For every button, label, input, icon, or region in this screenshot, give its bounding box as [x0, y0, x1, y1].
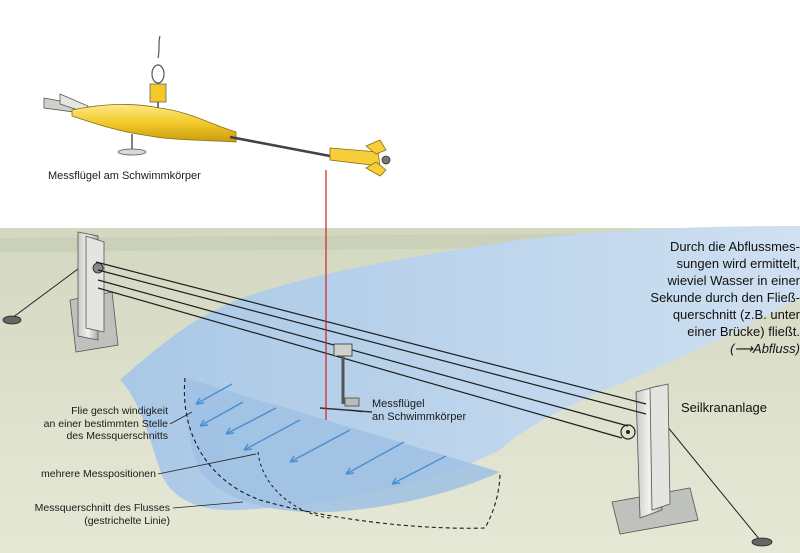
description-text: Durch die Abflussmes- sungen wird ermitt…	[620, 238, 800, 357]
velocity-arrow	[391, 455, 447, 485]
float-body-illustration	[43, 35, 391, 177]
velocity-arrows	[195, 383, 447, 485]
cross-section-label: Messquerschnitt des Flusses (gestrichelt…	[10, 502, 170, 527]
description-line: Sekunde durch den Fließ-	[650, 290, 800, 305]
velocity-arrow	[289, 429, 351, 463]
velocity-arrow	[345, 441, 405, 475]
left-anchor	[2, 315, 22, 325]
velocity-label: Flie gesch windigkeit an einer bestimmte…	[32, 405, 168, 443]
right-anchor	[751, 537, 773, 547]
inset-caption: Messflügel am Schwimmkörper	[48, 170, 201, 182]
left-anchor-cable	[11, 259, 91, 319]
carriage	[319, 343, 373, 413]
description-line: Durch die Abflussmes-	[669, 239, 800, 254]
description-line: einer Brücke) fließt.	[687, 324, 800, 339]
description-line: querschnitt (z.B. unter	[672, 307, 800, 322]
positions-label: mehrere Messpositionen	[41, 468, 156, 480]
cableway-cables	[95, 261, 647, 439]
description-reference: (⟶Abfluss)	[730, 341, 800, 356]
velocity-arrow	[225, 407, 277, 435]
description-line: wieviel Wasser in einer	[667, 273, 800, 288]
velocity-label-line: Flie gesch windigkeit	[71, 405, 168, 417]
cross-section-dashed-line	[183, 377, 501, 529]
meter-label: Messflügel an Schwimmkörper	[372, 398, 466, 423]
cross-section-label-line: Messquerschnitt des Flusses	[34, 502, 170, 514]
description-line: sungen wird ermittelt,	[676, 256, 800, 271]
crane-label: Seilkrananlage	[681, 400, 768, 415]
cross-section-face	[184, 378, 501, 513]
velocity-arrow	[199, 401, 244, 427]
meter-label-line: Messflügel	[372, 398, 425, 410]
right-anchor-cable	[661, 419, 761, 541]
velocity-arrow	[195, 383, 233, 405]
left-pillar	[2, 231, 119, 353]
velocity-label-line: des Messquerschnitts	[66, 430, 168, 442]
right-pillar	[611, 383, 773, 547]
leader-lines	[157, 409, 363, 509]
cross-section-label-line: (gestrichelte Linie)	[84, 514, 170, 527]
cross-section-dashed-inner	[257, 451, 331, 519]
meter-label-line: an Schwimmkörper	[372, 410, 467, 423]
velocity-arrow	[243, 419, 301, 451]
velocity-label-line: an einer bestimmten Stelle	[43, 417, 168, 430]
